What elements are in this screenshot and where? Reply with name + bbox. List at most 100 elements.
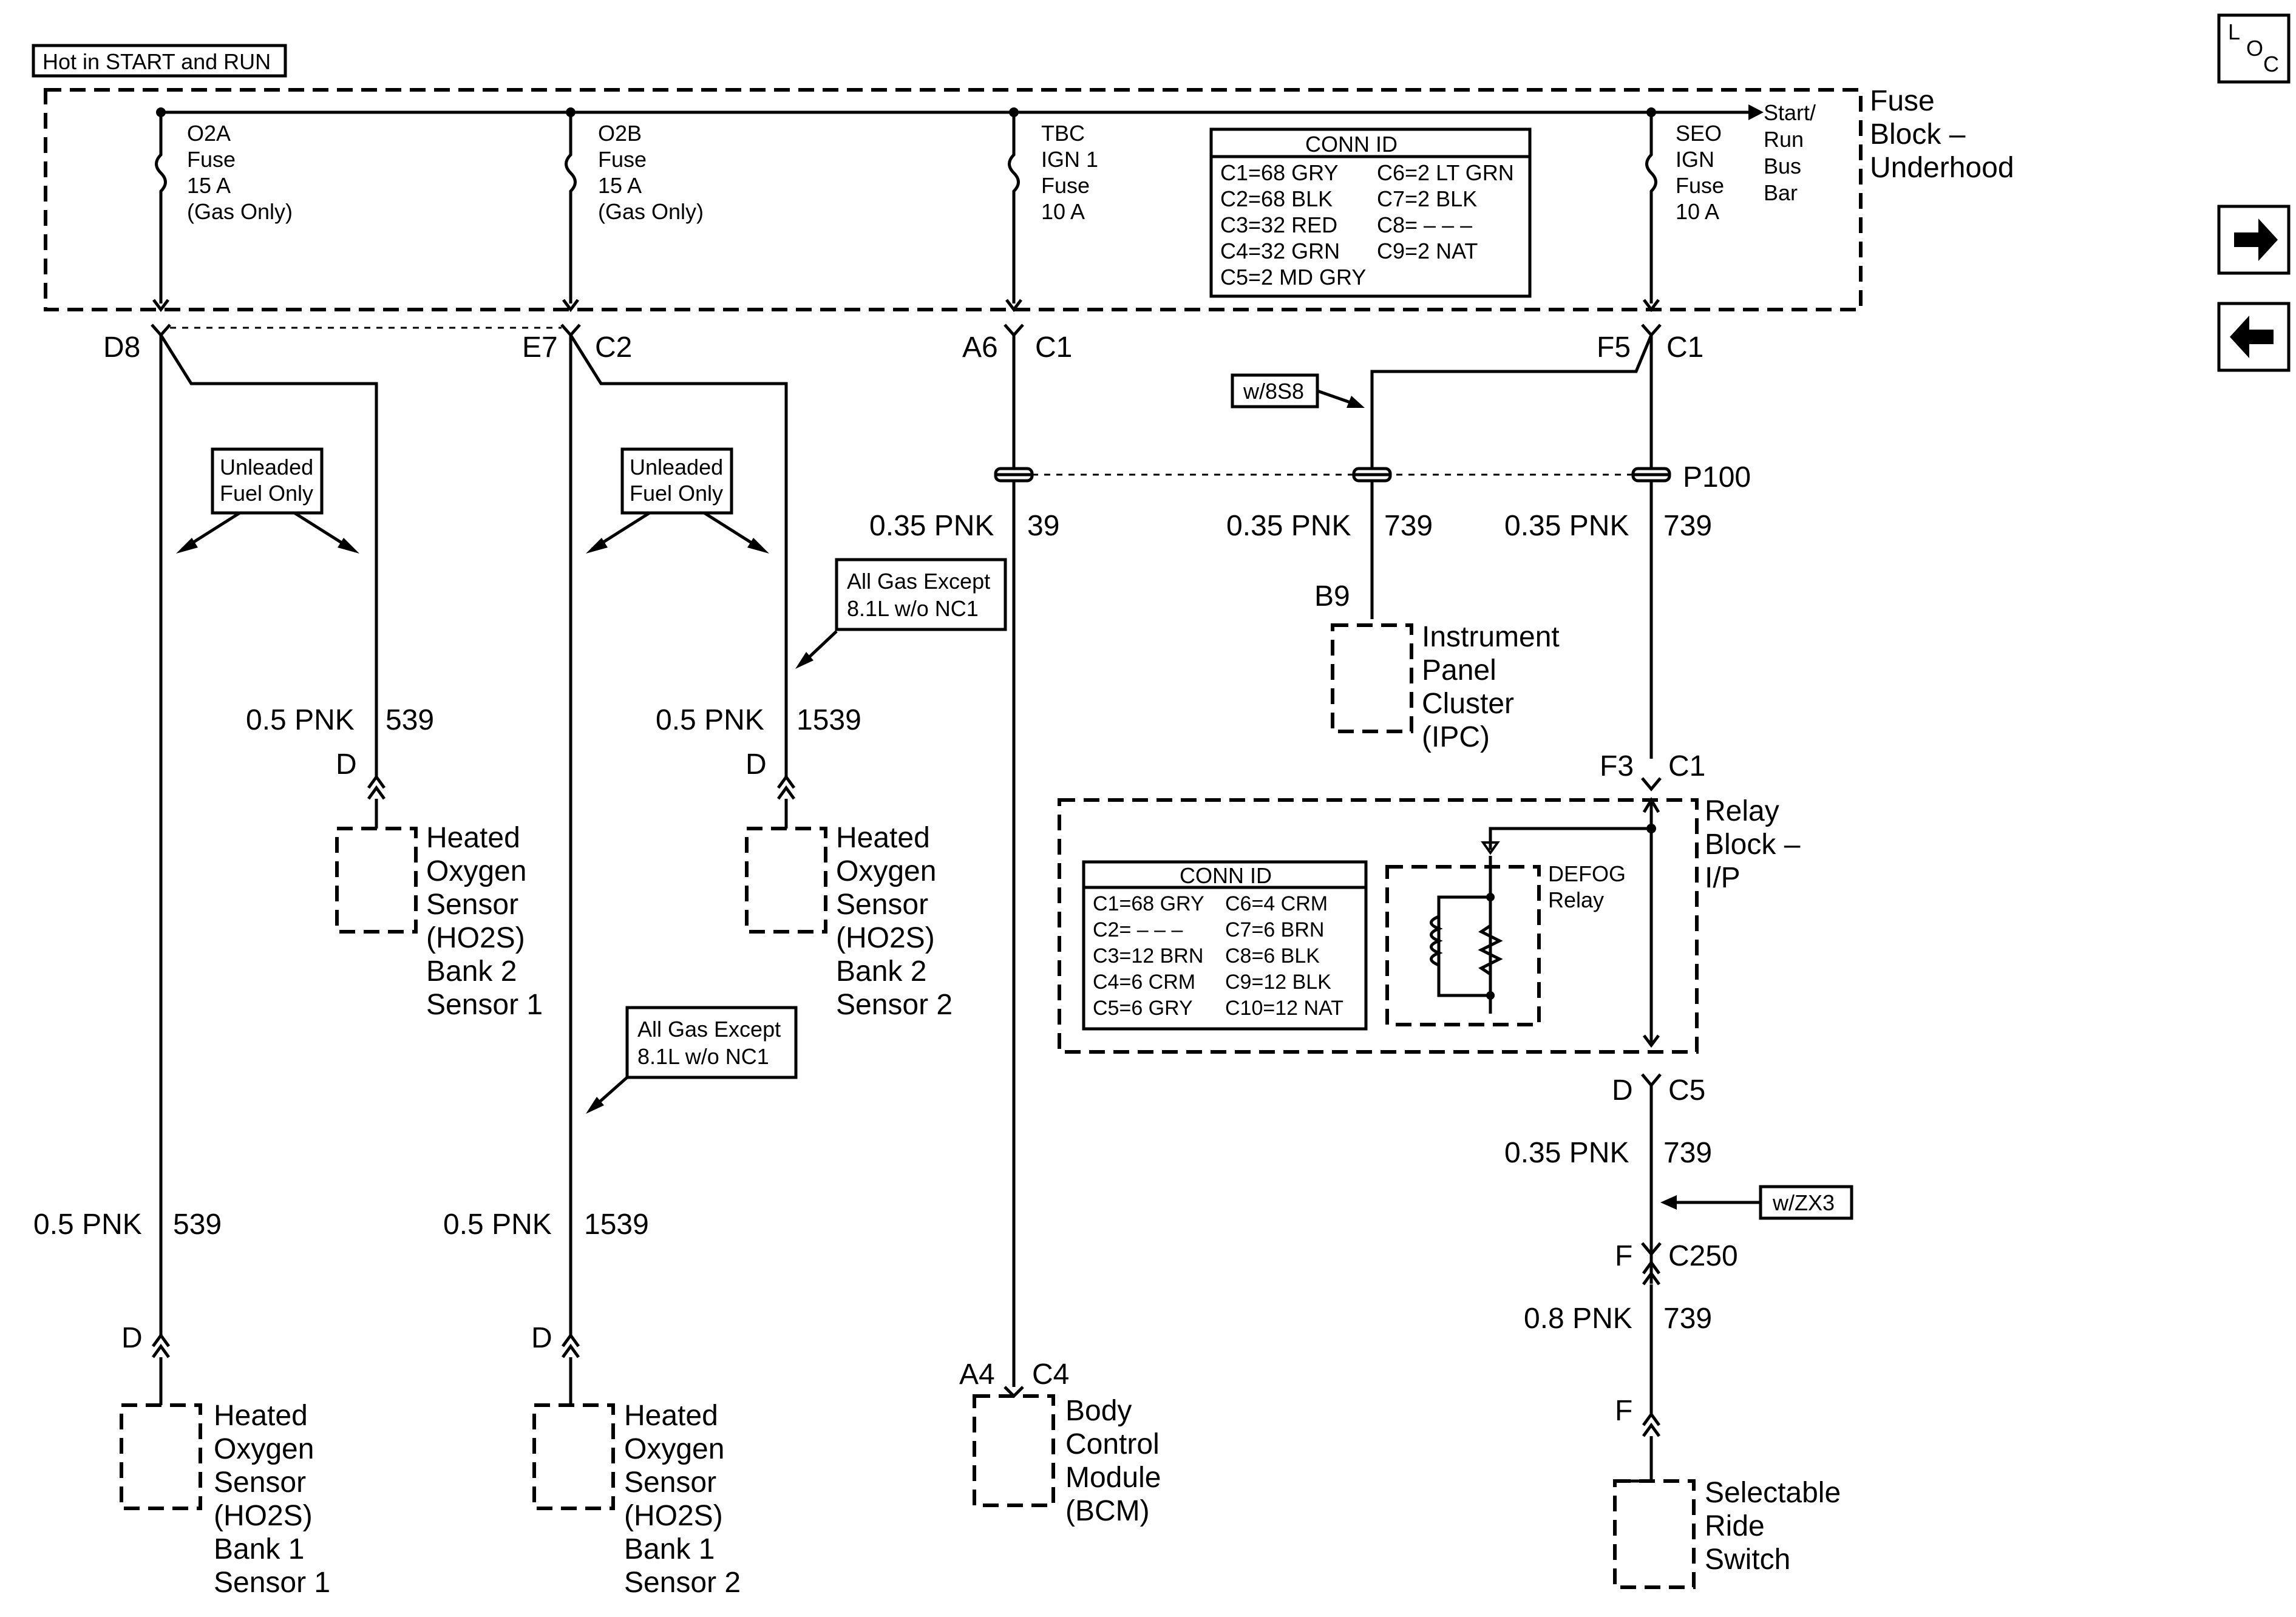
svg-text:C9=2 NAT: C9=2 NAT [1377, 239, 1478, 263]
svg-text:Heated: Heated [836, 822, 930, 854]
fuse-block-title: Fuse Block – Underhood [1870, 85, 2014, 184]
svg-text:(HO2S): (HO2S) [426, 922, 525, 954]
svg-text:C1: C1 [1666, 331, 1703, 364]
component-ho2s-bank2-sensor1: Heated Oxygen Sensor (HO2S) Bank 2 Senso… [335, 822, 543, 1021]
pin-f-srs: F [1615, 1395, 1632, 1427]
fuse-o2a: O2A Fuse 15 A (Gas Only) [152, 107, 293, 313]
svg-text:0.35 PNK: 0.35 PNK [1226, 510, 1351, 542]
svg-text:Bar: Bar [1764, 180, 1798, 205]
relay-block-outline [1058, 798, 1699, 1054]
svg-text:C7=6 BRN: C7=6 BRN [1225, 918, 1324, 941]
arrow-right-icon [2234, 219, 2278, 261]
pin-symbol-4 [561, 1332, 580, 1405]
svg-text:O: O [2246, 36, 2263, 61]
component-ipc: Instrument Panel Cluster (IPC) [1331, 621, 1560, 753]
svg-text:Panel: Panel [1422, 654, 1496, 686]
svg-text:0.35 PNK: 0.35 PNK [1504, 510, 1629, 542]
bus-arrow [1748, 104, 1764, 120]
conn-id-relay-table: CONN ID C1=68 GRY C2= – – – C3=12 BRN C4… [1082, 860, 1368, 1031]
arrow-left-icon [2230, 316, 2274, 358]
svg-text:F3: F3 [1600, 750, 1634, 782]
c5-connector-symbol [1641, 1073, 1662, 1088]
svg-text:Fuse: Fuse [1870, 85, 1935, 117]
bcm-pin-labels: A4 C4 [959, 1358, 1069, 1391]
svg-text:C10=12 NAT: C10=12 NAT [1225, 997, 1343, 1020]
component-ho2s-bank2-sensor2: Heated Oxygen Sensor (HO2S) Bank 2 Senso… [745, 822, 953, 1021]
svg-text:(IPC): (IPC) [1422, 721, 1490, 753]
component-selectable-ride-switch: Selectable Ride Switch [1613, 1477, 1841, 1589]
svg-text:C3=12 BRN: C3=12 BRN [1093, 944, 1203, 968]
relay-connector-top [1641, 777, 1662, 792]
svg-text:15 A: 15 A [598, 173, 642, 198]
svg-text:0.5 PNK: 0.5 PNK [246, 704, 355, 736]
pin-symbol-1 [367, 774, 386, 829]
svg-text:Ride: Ride [1705, 1510, 1765, 1542]
svg-text:TBC: TBC [1041, 121, 1085, 146]
svg-text:739: 739 [1663, 510, 1712, 542]
svg-text:Switch: Switch [1705, 1544, 1790, 1576]
svg-text:F: F [1615, 1240, 1632, 1272]
svg-text:Sensor 1: Sensor 1 [214, 1567, 330, 1599]
wire-label-w9: 0.8 PNK 739 [1524, 1303, 1712, 1335]
svg-text:(Gas Only): (Gas Only) [598, 199, 704, 224]
svg-text:C2: C2 [595, 331, 632, 364]
svg-text:539: 539 [173, 1209, 222, 1241]
svg-text:All Gas Except: All Gas Except [637, 1017, 781, 1042]
hot-label: Hot in START and RUN [32, 44, 287, 78]
svg-text:Bank 1: Bank 1 [214, 1533, 304, 1565]
c250-connector-symbol [1641, 1242, 1662, 1256]
pin-d-2: D [746, 748, 767, 781]
hot-label-text: Hot in START and RUN [42, 49, 271, 74]
svg-text:C8=6 BLK: C8=6 BLK [1225, 944, 1320, 968]
svg-text:Instrument: Instrument [1422, 621, 1560, 653]
svg-text:Sensor: Sensor [624, 1466, 716, 1499]
next-page-button[interactable] [2217, 205, 2291, 275]
svg-text:(BCM): (BCM) [1065, 1495, 1150, 1527]
loc-button[interactable]: L O C [2217, 13, 2291, 84]
svg-text:Fuse: Fuse [598, 147, 647, 172]
ipc-wiring [1352, 334, 1653, 619]
svg-text:C250: C250 [1668, 1240, 1738, 1272]
svg-text:Sensor 2: Sensor 2 [836, 989, 953, 1021]
svg-text:539: 539 [385, 704, 434, 736]
seo-wiring [1631, 335, 1671, 759]
svg-text:Underhood: Underhood [1870, 152, 2014, 184]
bus-bar-label: Start/ Run Bus Bar [1764, 100, 1816, 205]
fuse-o2b: O2B Fuse 15 A (Gas Only) [562, 107, 704, 313]
tbc-wiring [994, 335, 1034, 1387]
svg-text:15 A: 15 A [187, 173, 231, 198]
wire-label-w2: 0.5 PNK 1539 [656, 704, 861, 736]
svg-text:Module: Module [1065, 1462, 1161, 1494]
svg-text:C2=68 BLK: C2=68 BLK [1220, 186, 1333, 211]
component-ho2s-bank1-sensor2: Heated Oxygen Sensor (HO2S) Bank 1 Senso… [532, 1400, 741, 1599]
svg-text:O2B: O2B [598, 121, 642, 146]
note-allgas-1: All Gas Except 8.1L w/o NC1 [795, 558, 1007, 669]
fuse-block-outline [44, 88, 1863, 311]
svg-text:Oxygen: Oxygen [624, 1433, 724, 1465]
svg-text:Relay: Relay [1548, 887, 1604, 912]
svg-text:D8: D8 [103, 331, 140, 364]
svg-text:Unleaded: Unleaded [220, 455, 313, 480]
svg-text:739: 739 [1384, 510, 1433, 542]
svg-text:Bus: Bus [1764, 154, 1801, 178]
svg-text:10 A: 10 A [1041, 199, 1085, 224]
svg-text:All Gas Except: All Gas Except [847, 569, 990, 594]
svg-text:Sensor: Sensor [426, 889, 518, 921]
component-bcm: Body Control Module (BCM) [973, 1394, 1161, 1527]
svg-text:10 A: 10 A [1676, 199, 1719, 224]
wire-label-w3: 0.5 PNK 539 [33, 1209, 222, 1241]
svg-text:CONN ID: CONN ID [1305, 132, 1398, 157]
svg-text:C3=32 RED: C3=32 RED [1220, 212, 1337, 237]
svg-text:C6=2 LT GRN: C6=2 LT GRN [1377, 160, 1514, 185]
svg-text:(HO2S): (HO2S) [836, 922, 935, 954]
relay-block-pin-labels: F3 C1 [1600, 750, 1705, 782]
pin-d-4: D [531, 1322, 552, 1354]
svg-text:Unleaded: Unleaded [630, 455, 723, 480]
prev-page-button[interactable] [2217, 302, 2291, 372]
svg-text:C1=68 GRY: C1=68 GRY [1093, 892, 1204, 915]
svg-text:Control: Control [1065, 1428, 1160, 1460]
svg-text:0.35 PNK: 0.35 PNK [1504, 1137, 1629, 1169]
pin-d-3: D [121, 1322, 143, 1354]
svg-text:F5: F5 [1597, 331, 1631, 364]
svg-text:I/P: I/P [1705, 862, 1741, 894]
